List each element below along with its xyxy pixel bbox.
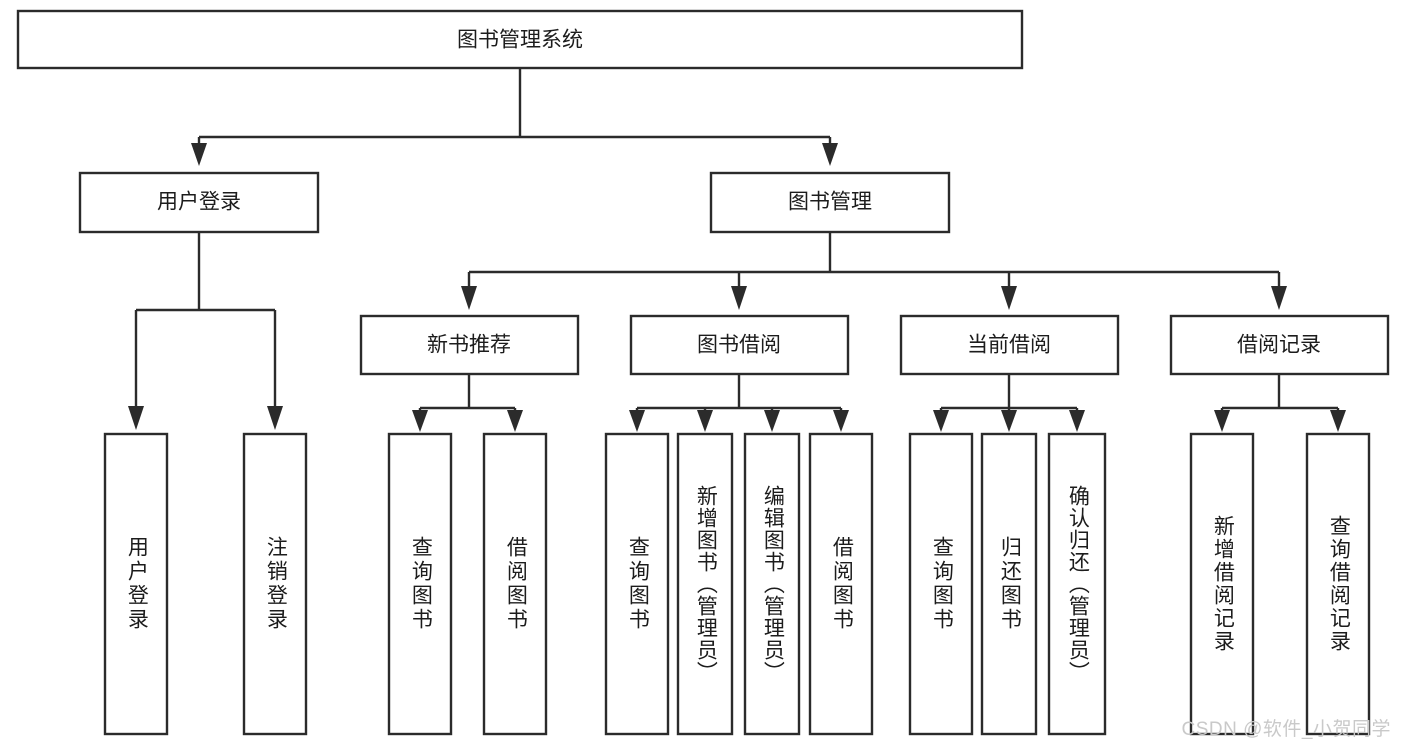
node-borrow-label: 图书借阅 xyxy=(697,334,781,357)
node-leaf7-rect[interactable] xyxy=(743,432,801,736)
node-borrow-rect[interactable] xyxy=(629,314,850,376)
arrow-login-leaf1 xyxy=(128,406,144,430)
node-records-label: 借阅记录 xyxy=(1237,334,1321,357)
node-leaf6-rect[interactable] xyxy=(676,432,734,736)
node-root[interactable]: 图书管理系统 xyxy=(16,9,1024,70)
connector-group-current xyxy=(933,375,1085,432)
connector-group-login xyxy=(128,233,283,430)
node-leaf5-rect[interactable] xyxy=(604,432,670,736)
node-newbook-label: 新书推荐 xyxy=(427,334,511,357)
node-leaf3[interactable] xyxy=(387,432,453,736)
node-leaf13[interactable] xyxy=(1305,432,1371,736)
node-leaf4[interactable] xyxy=(482,432,548,736)
node-bookmgmt-rect[interactable] xyxy=(709,171,951,234)
node-leaf11-rect[interactable] xyxy=(1047,432,1107,736)
arrow-borrow-leaf7 xyxy=(764,410,780,432)
arrow-root-to-bookmgmt xyxy=(822,143,838,166)
connector-group-bookmgmt xyxy=(461,233,1287,310)
node-leaf1[interactable] xyxy=(103,432,169,736)
node-leaf12[interactable] xyxy=(1189,432,1255,736)
node-leaf2[interactable] xyxy=(242,432,308,736)
node-login-label: 用户登录 xyxy=(157,191,241,214)
node-newbook-rect[interactable] xyxy=(359,314,580,376)
node-current-label: 当前借阅 xyxy=(967,334,1051,357)
arrow-records-leaf12 xyxy=(1214,410,1230,432)
node-leaf9[interactable] xyxy=(908,432,974,736)
node-leaf7[interactable] xyxy=(743,432,801,736)
connector-group-root xyxy=(191,68,838,166)
arrow-bookmgmt-records xyxy=(1271,286,1287,310)
node-leaf9-rect[interactable] xyxy=(908,432,974,736)
arrow-bookmgmt-borrow xyxy=(731,286,747,310)
node-leaf13-rect[interactable] xyxy=(1305,432,1371,736)
node-login[interactable]: 用户登录 xyxy=(78,171,320,234)
node-records[interactable]: 借阅记录 xyxy=(1169,314,1390,376)
arrow-login-leaf2 xyxy=(267,406,283,430)
node-leaf12-rect[interactable] xyxy=(1189,432,1255,736)
arrow-current-leaf10 xyxy=(1001,410,1017,432)
connector-group-newbook xyxy=(412,375,523,432)
node-leaf2-rect[interactable] xyxy=(242,432,308,736)
node-root-label: 图书管理系统 xyxy=(457,29,583,52)
node-newbook[interactable]: 新书推荐 xyxy=(359,314,580,376)
arrow-bookmgmt-current xyxy=(1001,286,1017,310)
node-current[interactable]: 当前借阅 xyxy=(899,314,1120,376)
arrow-current-leaf11 xyxy=(1069,410,1085,432)
node-leaf8[interactable] xyxy=(808,432,874,736)
node-records-rect[interactable] xyxy=(1169,314,1390,376)
node-leaf6[interactable] xyxy=(676,432,734,736)
connector-group-borrow xyxy=(629,375,849,432)
arrow-records-leaf13 xyxy=(1330,410,1346,432)
node-bookmgmt[interactable]: 图书管理 xyxy=(709,171,951,234)
node-leaf11[interactable] xyxy=(1047,432,1107,736)
arrow-borrow-leaf6 xyxy=(697,410,713,432)
arrow-bookmgmt-newbook xyxy=(461,286,477,310)
arrow-borrow-leaf8 xyxy=(833,410,849,432)
node-root-rect[interactable] xyxy=(16,9,1024,70)
arrow-root-to-login xyxy=(191,143,207,166)
node-bookmgmt-label: 图书管理 xyxy=(788,191,872,214)
node-leaf4-rect[interactable] xyxy=(482,432,548,736)
arrow-newbook-leaf4 xyxy=(507,410,523,432)
node-current-rect[interactable] xyxy=(899,314,1120,376)
node-borrow[interactable]: 图书借阅 xyxy=(629,314,850,376)
node-leaf8-rect[interactable] xyxy=(808,432,874,736)
connector-group-records xyxy=(1214,375,1346,432)
arrow-current-leaf9 xyxy=(933,410,949,432)
csdn-watermark: CSDN @软件_小贺同学 xyxy=(1181,719,1391,740)
node-leaf1-rect[interactable] xyxy=(103,432,169,736)
node-leaf5[interactable] xyxy=(604,432,670,736)
arrow-borrow-leaf5 xyxy=(629,410,645,432)
node-leaf10-rect[interactable] xyxy=(980,432,1038,736)
arrow-newbook-leaf3 xyxy=(412,410,428,432)
node-leaf3-rect[interactable] xyxy=(387,432,453,736)
node-leaf10[interactable] xyxy=(980,432,1038,736)
node-login-rect[interactable] xyxy=(78,171,320,234)
